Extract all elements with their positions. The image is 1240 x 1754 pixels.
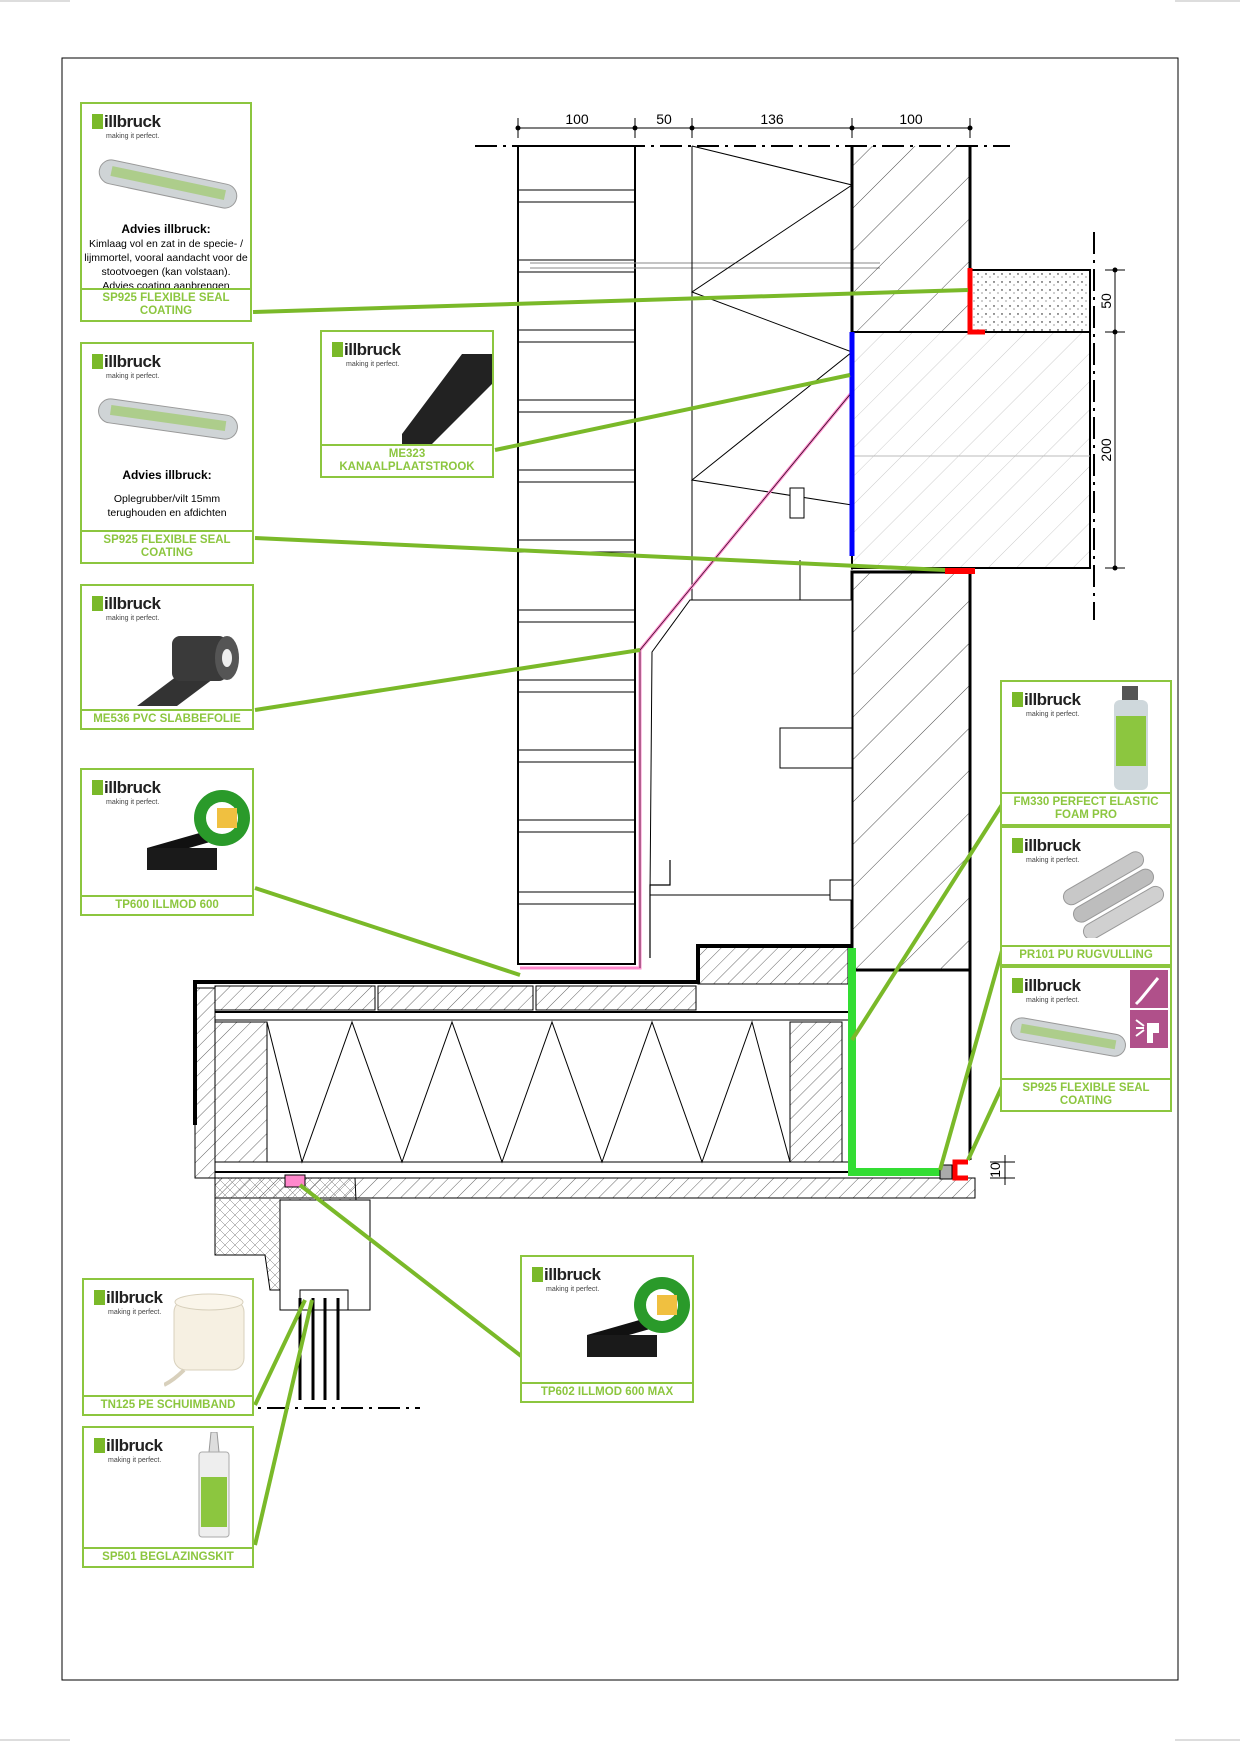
window-head-construction <box>193 944 976 1409</box>
product-caption: SP501 BEGLAZINGSKIT <box>84 1547 252 1566</box>
dim-top-4: 100 <box>899 111 923 127</box>
sausage-sealant-icon <box>98 398 238 440</box>
foil-roll-icon <box>137 636 239 706</box>
product-caption: SP925 FLEXIBLE SEAL COATING <box>82 530 252 562</box>
green-foam-seal <box>848 948 940 1176</box>
product-caption: ME536 PVC SLABBEFOLIE <box>82 709 252 728</box>
advice-title: Advies illbruck: <box>121 222 211 236</box>
backer-rod-icon <box>1062 851 1165 938</box>
page-frame <box>61 57 1179 1681</box>
sausage-sealant-icon <box>98 159 238 209</box>
product-caption: TP600 ILLMOD 600 <box>82 895 252 914</box>
top-dimension-chain: 100 50 136 100 <box>475 111 1010 147</box>
product-caption: TP602 ILLMOD 600 MAX <box>522 1382 692 1401</box>
steel-lintel <box>649 487 853 901</box>
advice-line: Oplegrubber/vilt 15mm <box>113 493 221 505</box>
advice-line: terughouden en afdichten <box>107 507 227 519</box>
red-seal-bottom <box>952 1159 968 1181</box>
cavity-insulation <box>690 145 854 600</box>
concrete-slab <box>851 269 1091 569</box>
advice-line: lijmmortel, vooral aandacht voor de <box>84 252 248 264</box>
advice-line: Kimlaag vol en zat in de specie- / <box>88 238 244 250</box>
red-seal-top <box>967 268 985 335</box>
tape-roll-icon <box>587 1277 690 1357</box>
dim-top-3: 136 <box>760 111 784 127</box>
product-caption: PR101 PU RUGVULLING <box>1002 945 1170 964</box>
inner-leaf <box>850 146 972 972</box>
product-caption: SP925 FLEXIBLE SEAL COATING <box>82 288 250 320</box>
dim-top-2: 50 <box>656 111 672 127</box>
tape-roll-icon <box>147 790 250 870</box>
product-caption: SP925 FLEXIBLE SEAL COATING <box>1002 1078 1170 1110</box>
bottom-dimension: 10 <box>987 1155 1015 1185</box>
dim-right-2: 200 <box>1098 438 1114 462</box>
brush-icon <box>1130 970 1168 1008</box>
dim-bottom: 10 <box>987 1162 1003 1178</box>
sausage-sealant-icon <box>1010 1017 1126 1057</box>
foam-can-icon <box>1114 686 1148 790</box>
foam-tape-roll-icon <box>164 1293 245 1387</box>
advice-line: stootvoegen (kan volstaan). <box>101 266 231 278</box>
product-caption: FM330 PERFECT ELASTIC FOAM PRO <box>1002 792 1170 824</box>
product-caption: TN125 PE SCHUIMBAND <box>84 1395 252 1414</box>
channel-strip-icon <box>402 354 492 444</box>
spray-icon <box>1130 1010 1168 1048</box>
advice-title: Advies illbruck: <box>122 468 212 482</box>
product-caption: ME323 KANAALPLAATSTROOK <box>322 444 492 476</box>
dim-right-1: 50 <box>1098 293 1114 309</box>
dim-top-1: 100 <box>565 111 589 127</box>
cartridge-icon <box>198 1432 230 1538</box>
right-dimension-chain: 50 200 <box>1093 232 1125 620</box>
